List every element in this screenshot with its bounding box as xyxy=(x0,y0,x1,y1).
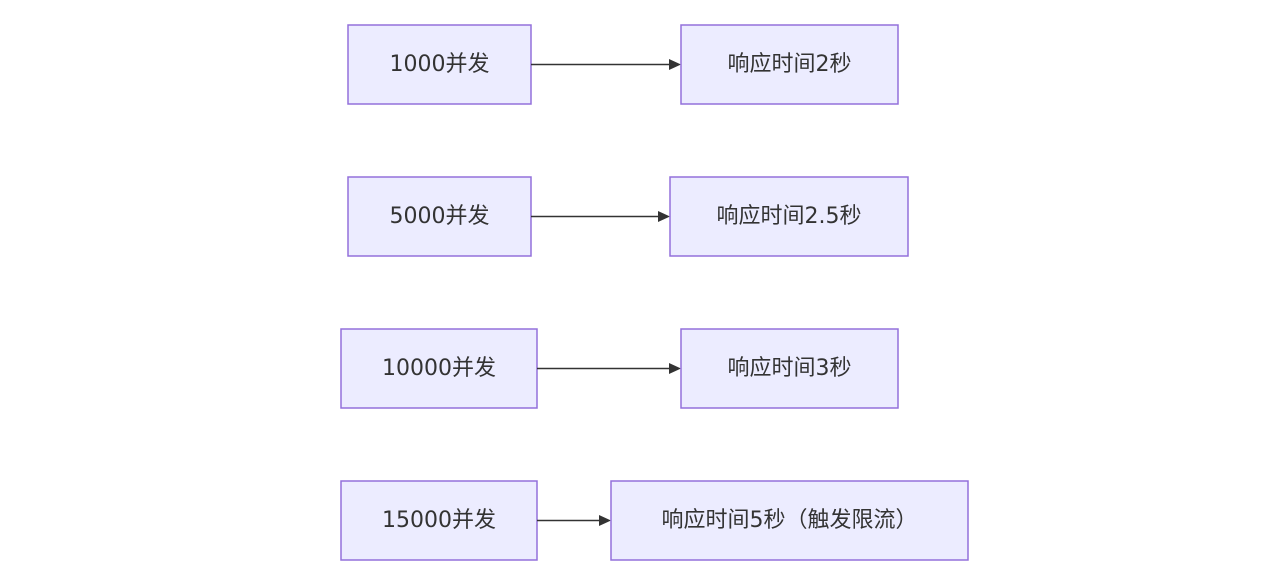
edge-arrow xyxy=(531,211,670,222)
source-node-1000: 1000并发 xyxy=(347,24,532,105)
arrowhead-icon xyxy=(669,59,681,70)
source-node-label: 1000并发 xyxy=(390,52,490,77)
arrowhead-icon xyxy=(669,363,681,374)
target-node-label: 响应时间2.5秒 xyxy=(717,204,862,229)
edge-arrow xyxy=(531,59,681,70)
target-node-2-5s: 响应时间2.5秒 xyxy=(669,176,909,257)
target-node-label: 响应时间2秒 xyxy=(728,52,852,77)
source-node-label: 10000并发 xyxy=(382,356,496,381)
edge-arrow xyxy=(537,515,611,526)
source-node-10000: 10000并发 xyxy=(340,328,538,409)
target-node-3s: 响应时间3秒 xyxy=(680,328,899,409)
target-node-label: 响应时间5秒（触发限流） xyxy=(662,508,918,533)
source-node-label: 5000并发 xyxy=(390,204,490,229)
source-node-5000: 5000并发 xyxy=(347,176,532,257)
arrowhead-icon xyxy=(658,211,670,222)
target-node-5s-rate-limited: 响应时间5秒（触发限流） xyxy=(610,480,969,561)
source-node-15000: 15000并发 xyxy=(340,480,538,561)
arrowhead-icon xyxy=(599,515,611,526)
source-node-label: 15000并发 xyxy=(382,508,496,533)
edge-arrow xyxy=(537,363,681,374)
target-node-2s: 响应时间2秒 xyxy=(680,24,899,105)
target-node-label: 响应时间3秒 xyxy=(728,356,852,381)
